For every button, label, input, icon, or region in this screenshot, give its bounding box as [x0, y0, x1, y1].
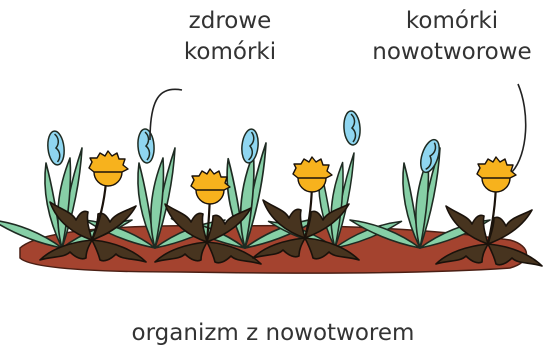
- cancer-cells-label-line2: nowotworowe: [362, 37, 542, 68]
- dandelion-weed-icon: [40, 151, 542, 266]
- caption: organizm z nowotworem: [0, 318, 546, 349]
- cancer-cells-label: komórki nowotworowe: [362, 6, 542, 68]
- healthy-cells-label: zdrowe komórki: [160, 6, 300, 68]
- healthy-leader-line: [150, 89, 182, 140]
- cancer-cells-label-line1: komórki: [362, 6, 542, 37]
- healthy-cells-label-line2: komórki: [160, 37, 300, 68]
- healthy-cells-label-line1: zdrowe: [160, 6, 300, 37]
- cancer-leader-line: [512, 84, 526, 172]
